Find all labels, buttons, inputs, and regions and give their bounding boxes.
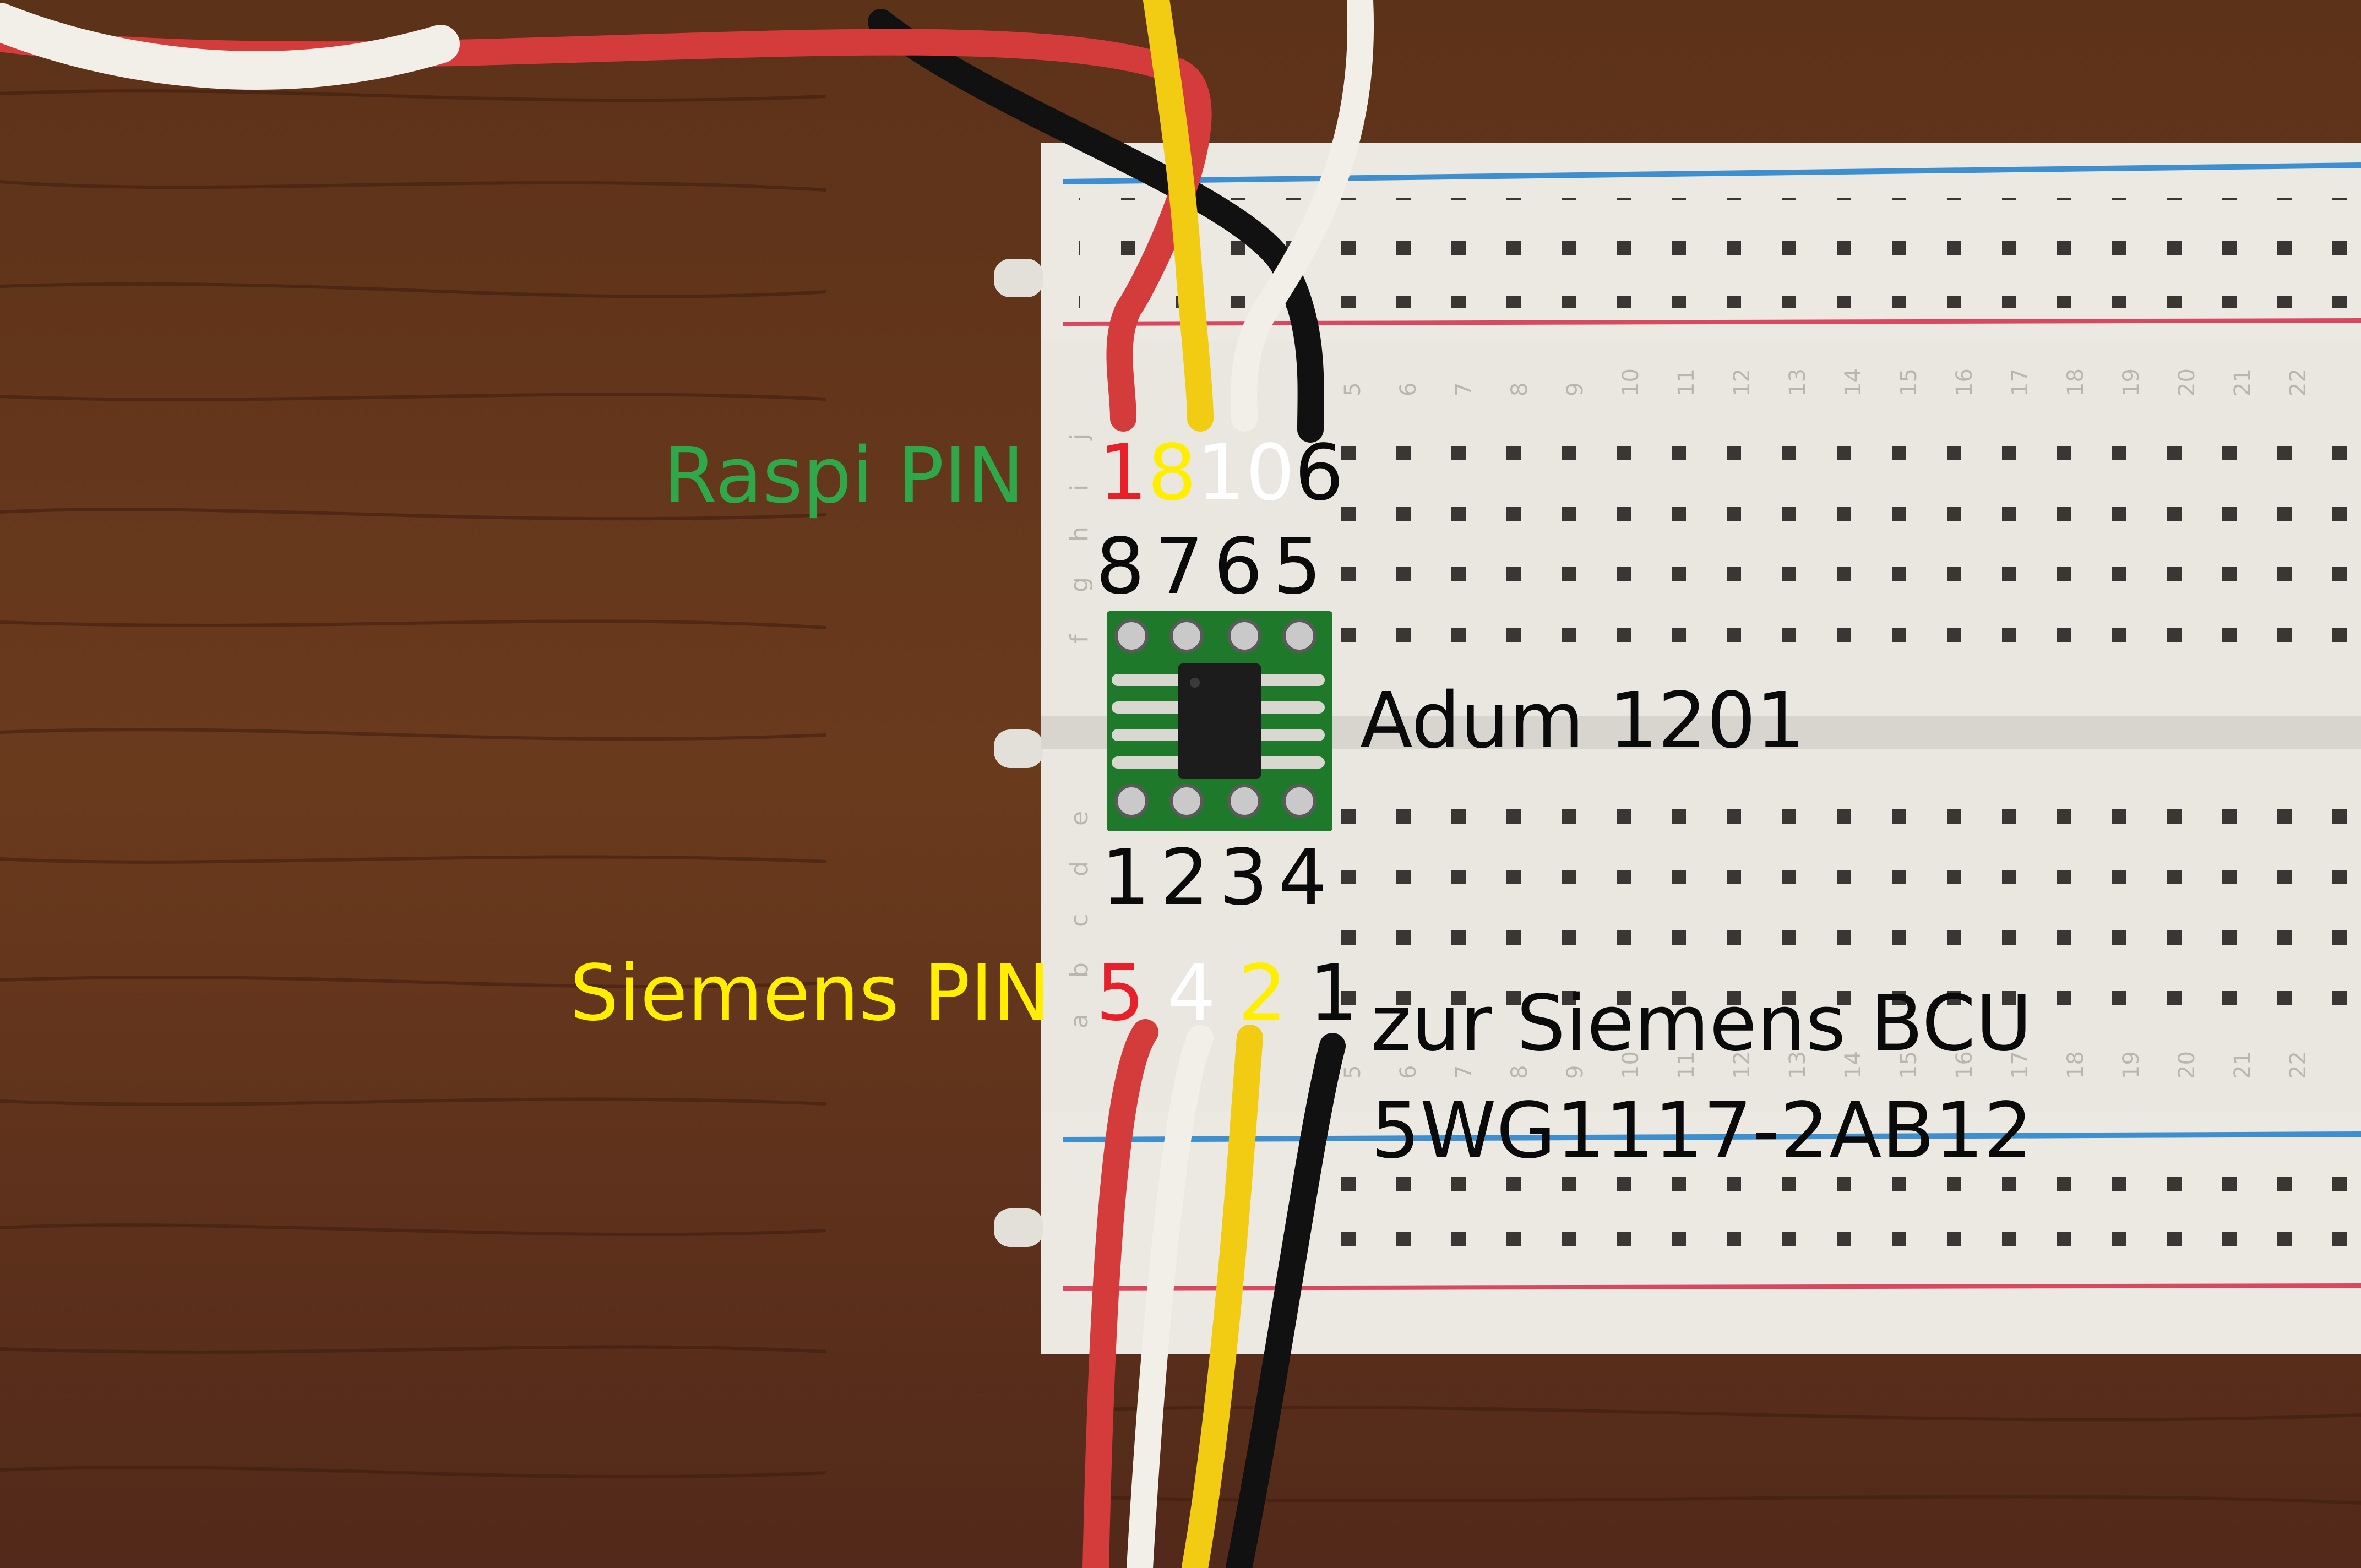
raspi-pin-numbers: 18 106 <box>1098 435 1343 512</box>
chip-name-label: Adum 1201 <box>1360 676 1805 766</box>
rail-line-blue-bottom <box>1062 1131 2361 1142</box>
siemens-pin-2: 2 <box>1238 949 1287 1038</box>
chip-pin-numbers-bottom: 1234 <box>1101 833 1337 923</box>
black-wire-bottom <box>1226 1033 1346 1568</box>
white-wire-top <box>1231 0 1374 432</box>
raspi-pin-6: 6 <box>1294 428 1344 518</box>
bcu-label-line1: zur Siemens BCU <box>1371 979 2032 1069</box>
column-number: 18 <box>2063 1051 2088 1079</box>
terminal-holes-bottom <box>1321 782 2361 1046</box>
raspi-pin-1: 1 <box>1098 428 1148 518</box>
pcb-traces <box>1112 674 1325 769</box>
row-letter: e <box>1065 811 1094 826</box>
yellow-wire-top <box>1143 0 1214 432</box>
chip-notch <box>1190 678 1200 688</box>
column-number: 9 <box>1563 383 1588 396</box>
board-knob <box>994 729 1043 768</box>
row-letters: j i h g f e d c b a <box>1065 434 1094 1028</box>
column-number: 8 <box>1507 1065 1532 1079</box>
row-letter: i <box>1065 484 1094 491</box>
chip-pin-numbers-top: 8765 <box>1096 522 1332 612</box>
column-number: 19 <box>2119 368 2144 396</box>
red-wire-bottom <box>1082 1019 1158 1568</box>
column-number: 8 <box>1507 383 1532 396</box>
column-number: 15 <box>1896 368 1922 396</box>
bcu-label-line2: 5WG1117-2AB12 <box>1371 1086 2033 1176</box>
column-number: 13 <box>1785 1051 1810 1079</box>
column-number: 21 <box>2230 1051 2255 1079</box>
column-number: 10 <box>1618 1051 1644 1079</box>
siemens-pin-1: 1 <box>1309 949 1358 1038</box>
column-number: 5 <box>1340 383 1366 396</box>
column-number: 6 <box>1396 1065 1421 1079</box>
column-numbers-top: 5 6 7 8 9 10 11 12 13 14 15 16 17 18 19 20 21 22 <box>1340 368 2311 396</box>
white-cable-top <box>0 3 460 90</box>
column-number: 16 <box>1952 1051 1977 1079</box>
rail-holes-bottom <box>1299 1162 2361 1272</box>
row-letter: d <box>1065 861 1094 876</box>
rail-line-red-top <box>1062 318 2361 326</box>
column-number: 19 <box>2119 1051 2144 1079</box>
column-number: 11 <box>1674 368 1699 396</box>
column-number: 12 <box>1729 368 1755 396</box>
column-number: 13 <box>1785 368 1810 396</box>
board-knob <box>994 259 1043 297</box>
column-number: 5 <box>1340 1065 1366 1079</box>
siemens-pin-4: 4 <box>1167 949 1216 1038</box>
column-number: 14 <box>1841 1051 1866 1079</box>
row-letter: a <box>1065 1014 1094 1028</box>
pcb-pads <box>1114 619 1316 818</box>
terminal-holes-top <box>1321 413 2361 677</box>
wires-top <box>0 0 1374 443</box>
column-number: 17 <box>2008 368 2033 396</box>
raspi-pin-title: Raspi PIN <box>663 431 1025 521</box>
column-number: 22 <box>2286 368 2311 396</box>
white-wire-bottom <box>1127 1025 1214 1568</box>
column-number: 12 <box>1729 1051 1755 1079</box>
column-number: 10 <box>1618 368 1644 396</box>
row-letter: j <box>1065 434 1094 441</box>
column-number: 7 <box>1451 1065 1477 1079</box>
siemens-pin-title: Siemens PIN <box>570 949 1051 1038</box>
row-letter: f <box>1065 634 1094 643</box>
wood-grain <box>0 89 2361 1505</box>
siemens-pin-5: 5 <box>1096 949 1145 1038</box>
black-wire-top <box>868 9 1324 443</box>
column-number: 14 <box>1841 368 1866 396</box>
row-letter: b <box>1065 962 1094 978</box>
row-letter: g <box>1065 577 1094 592</box>
column-number: 15 <box>1896 1051 1922 1079</box>
column-number: 20 <box>2174 368 2200 396</box>
raspi-pin-10: 10 <box>1196 428 1295 518</box>
raspi-pin-8: 8 <box>1147 428 1197 518</box>
column-number: 11 <box>1674 1051 1699 1079</box>
yellow-wire-bottom <box>1182 1025 1263 1568</box>
rail-line-blue-top <box>1062 162 2361 184</box>
column-numbers-bottom: 5 6 7 8 9 10 11 12 13 14 15 16 17 18 19 20 21 22 <box>1340 1051 2311 1079</box>
column-number: 17 <box>2008 1051 2033 1079</box>
row-letter: c <box>1065 914 1094 927</box>
adum-chip <box>1178 663 1261 779</box>
column-number: 7 <box>1451 383 1477 396</box>
column-number: 18 <box>2063 368 2088 396</box>
column-number: 6 <box>1396 383 1421 396</box>
row-letter: h <box>1065 526 1094 542</box>
column-number: 9 <box>1563 1065 1588 1079</box>
rail-line-red-bottom <box>1062 1283 2361 1291</box>
column-number: 16 <box>1952 368 1977 396</box>
board-knob <box>994 1208 1043 1247</box>
column-number: 21 <box>2230 368 2255 396</box>
wires-bottom <box>1082 1019 1346 1568</box>
column-number: 20 <box>2174 1051 2200 1079</box>
column-number: 22 <box>2286 1051 2311 1079</box>
